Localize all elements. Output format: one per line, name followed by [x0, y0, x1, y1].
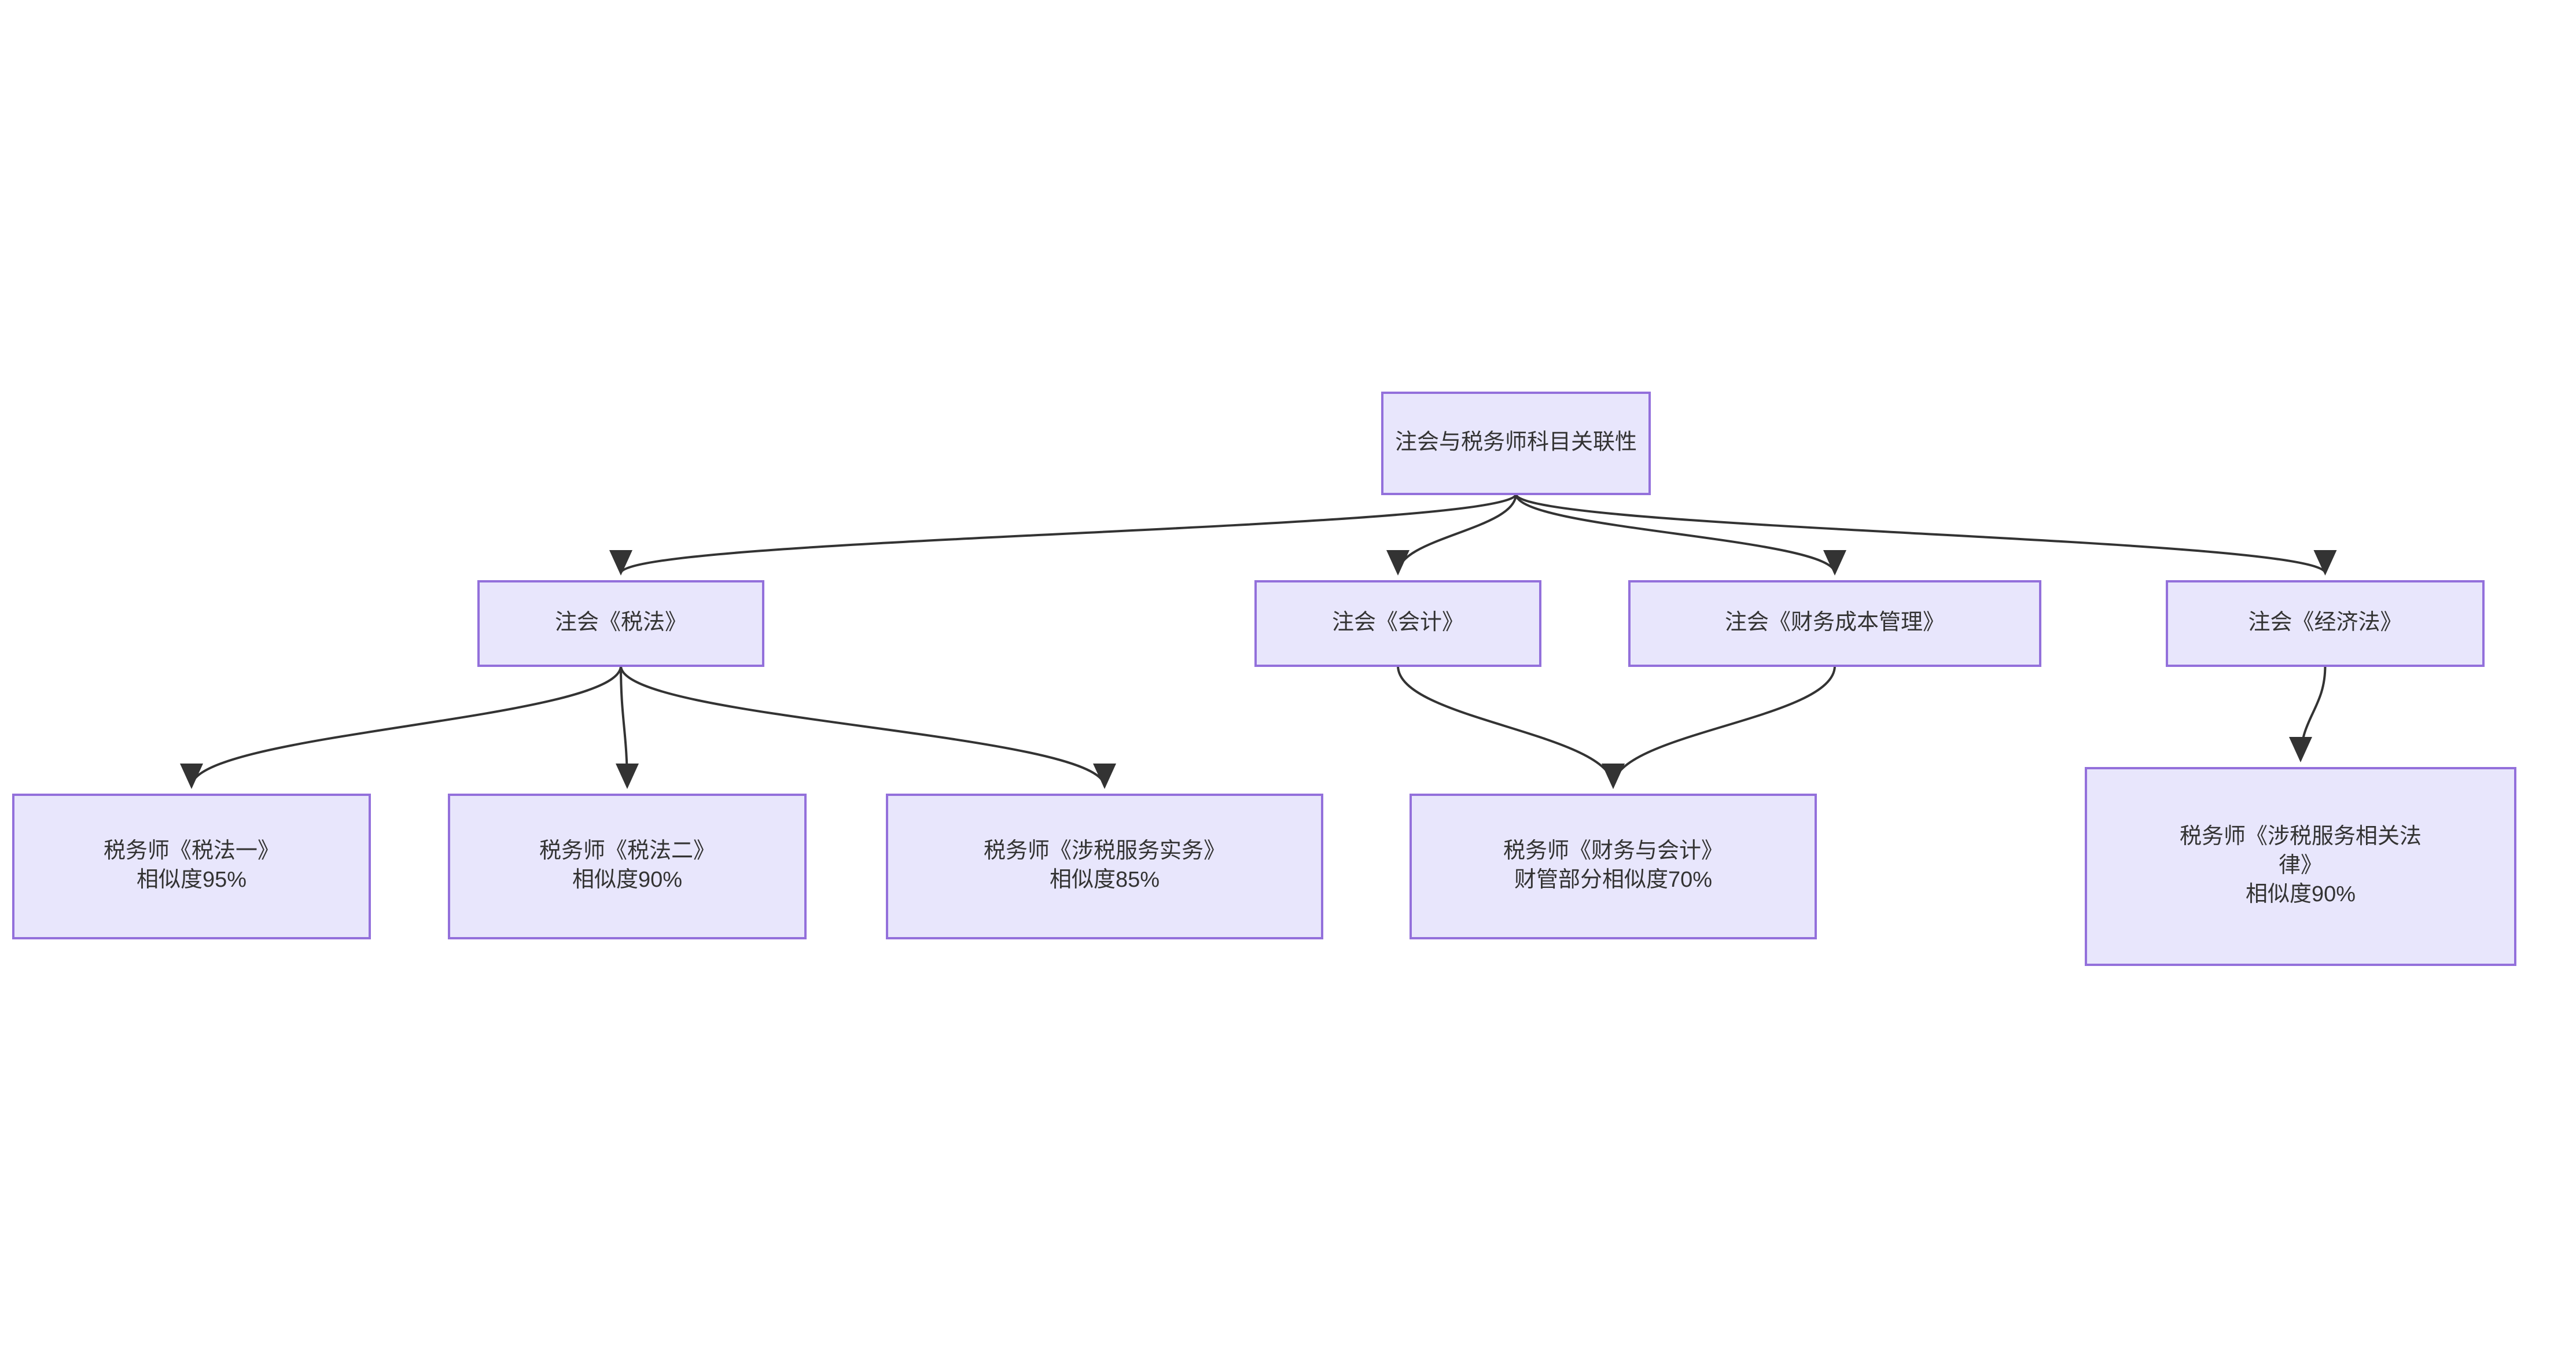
- flow-edge: [1602, 665, 1836, 789]
- node-label-line: 税务师《涉税服务相关法: [2180, 824, 2422, 849]
- flow-edge: [1515, 493, 2336, 576]
- node-box[interactable]: [1410, 794, 1817, 939]
- node-box[interactable]: [2085, 767, 2516, 966]
- flow-node-cpa_econ[interactable]: 注会《经济法》: [2166, 580, 2485, 667]
- node-label-line: 相似度90%: [2246, 882, 2356, 906]
- node-box[interactable]: [2166, 580, 2485, 667]
- node-label-line: 相似度95%: [137, 868, 246, 892]
- flow-node-cpa_fm[interactable]: 注会《财务成本管理》: [1628, 580, 2041, 667]
- node-box[interactable]: [1628, 580, 2041, 667]
- node-box[interactable]: [1381, 392, 1651, 495]
- node-label-line: 注会《税法》: [555, 610, 687, 635]
- flow-node-cta_tax1[interactable]: 税务师《税法一》相似度95%: [12, 794, 371, 939]
- edge-path-root-to-cpa_econ: [1515, 493, 2336, 576]
- edge-layer: [180, 493, 2336, 789]
- edge-path-cpa_tax-to-cta_tax2: [615, 665, 639, 789]
- flow-node-root[interactable]: 注会与税务师科目关联性: [1381, 392, 1651, 495]
- node-label-line: 税务师《税法二》: [539, 839, 715, 863]
- flow-edge: [2289, 665, 2327, 762]
- node-label-line: 相似度90%: [572, 868, 682, 892]
- flow-edge: [1397, 665, 1625, 789]
- flow-node-cta_fin_acct[interactable]: 税务师《财务与会计》财管部分相似度70%: [1410, 794, 1817, 939]
- flow-edge: [620, 665, 1116, 789]
- node-box[interactable]: [886, 794, 1323, 939]
- flow-edge: [610, 493, 1517, 576]
- node-box[interactable]: [477, 580, 764, 667]
- flow-node-cta_practice[interactable]: 税务师《涉税服务实务》相似度85%: [886, 794, 1323, 939]
- node-box[interactable]: [1254, 580, 1541, 667]
- node-label-line: 税务师《涉税服务实务》: [984, 839, 1226, 863]
- edge-path-root-to-cpa_tax: [610, 493, 1517, 576]
- node-label-line: 注会《财务成本管理》: [1725, 610, 1945, 635]
- node-label-line: 税务师《税法一》: [104, 839, 279, 863]
- edge-path-cpa_tax-to-cta_tax1: [180, 665, 622, 789]
- node-label-line: 注会《经济法》: [2248, 610, 2402, 635]
- node-label-line: 注会《会计》: [1332, 610, 1464, 635]
- edge-path-cpa_fm-to-cta_fin_acct: [1602, 665, 1836, 789]
- edge-path-cpa_tax-to-cta_practice: [620, 665, 1116, 789]
- edge-path-root-to-cpa_fm: [1515, 493, 1846, 576]
- flow-edge: [1515, 493, 1846, 576]
- flow-node-cta_tax2[interactable]: 税务师《税法二》相似度90%: [448, 794, 807, 939]
- flow-edge: [180, 665, 622, 789]
- node-label-line: 注会与税务师科目关联性: [1395, 430, 1637, 455]
- node-box[interactable]: [448, 794, 807, 939]
- flow-node-cpa_acct[interactable]: 注会《会计》: [1254, 580, 1541, 667]
- node-box[interactable]: [12, 794, 371, 939]
- edge-path-cpa_econ-to-cta_law: [2289, 665, 2327, 762]
- flow-node-cpa_tax[interactable]: 注会《税法》: [477, 580, 764, 667]
- edge-path-cpa_acct-to-cta_fin_acct: [1397, 665, 1625, 789]
- flow-edge: [615, 665, 639, 789]
- edge-path-root-to-cpa_acct: [1386, 493, 1517, 576]
- flow-edge: [1386, 493, 1517, 576]
- node-label-line: 财管部分相似度70%: [1514, 868, 1712, 892]
- node-label-line: 律》: [2279, 853, 2323, 877]
- node-label-line: 税务师《财务与会计》: [1503, 839, 1723, 863]
- node-label-line: 相似度85%: [1050, 868, 1160, 892]
